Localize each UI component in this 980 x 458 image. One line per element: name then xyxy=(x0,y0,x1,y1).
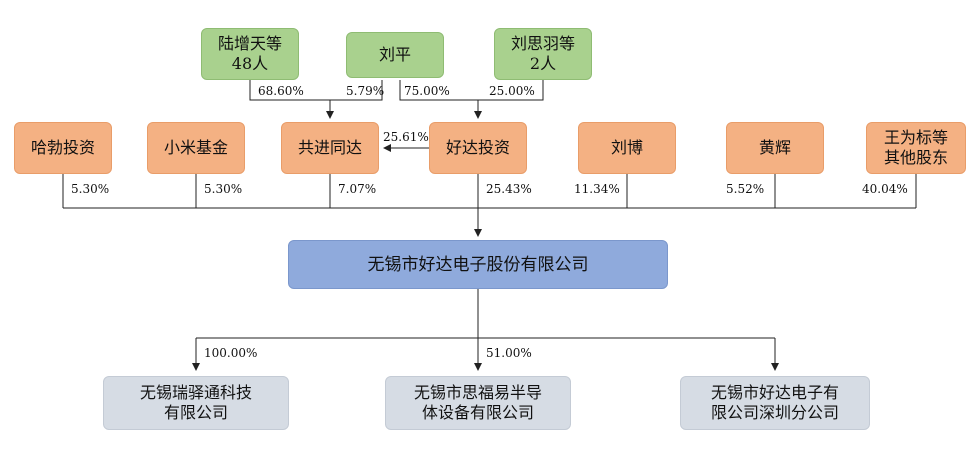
node-liu-bo-label: 刘博 xyxy=(610,138,643,157)
pct-gongjin: 7.07% xyxy=(338,182,377,196)
node-huang-hui-label: 黄辉 xyxy=(758,138,791,157)
pct-liubo: 11.34% xyxy=(574,182,620,196)
pct-liuping-to-gongjin: 5.79% xyxy=(346,84,385,98)
node-liu-siyu-label: 刘思羽等 2人 xyxy=(510,34,575,73)
node-ruiyi-label: 无锡瑞驿通科技 有限公司 xyxy=(139,383,252,422)
node-liu-siyu: 刘思羽等 2人 xyxy=(494,28,592,80)
node-haabo-label: 哈勃投资 xyxy=(30,138,95,157)
pct-lu-to-gongjin: 68.60% xyxy=(258,84,304,98)
pct-ruiyi: 100.00% xyxy=(204,346,258,360)
line-lu-to-gongjin xyxy=(249,80,330,101)
pct-sifu: 51.00% xyxy=(486,346,532,360)
pct-huanghui: 5.52% xyxy=(726,182,765,196)
node-company-label: 无锡市好达电子股份有限公司 xyxy=(367,254,589,275)
node-gongjin-label: 共进同达 xyxy=(297,138,362,157)
node-wang-weibiao-label: 王为标等 其他股东 xyxy=(883,128,948,167)
node-liu-ping-label: 刘平 xyxy=(378,45,411,64)
node-huang-hui: 黄辉 xyxy=(726,122,824,174)
node-liu-ping: 刘平 xyxy=(346,32,444,78)
node-haoda-invest: 好达投资 xyxy=(429,122,527,174)
node-shenzhen-label: 无锡市好达电子有 限公司深圳分公司 xyxy=(710,383,839,422)
pct-haoda: 25.43% xyxy=(486,182,532,196)
node-haoda-invest-label: 好达投资 xyxy=(445,138,510,157)
node-xiaomi: 小米基金 xyxy=(147,122,245,174)
pct-liuping-to-haoda: 75.00% xyxy=(404,84,450,98)
node-lu-zengtian: 陆增天等 48人 xyxy=(201,28,299,80)
node-xiaomi-label: 小米基金 xyxy=(163,138,228,157)
node-sifu-label: 无锡市思福易半导 体设备有限公司 xyxy=(413,383,542,422)
node-lu-zengtian-label: 陆增天等 48人 xyxy=(217,34,282,73)
node-ruiyi: 无锡瑞驿通科技 有限公司 xyxy=(103,376,289,430)
node-company: 无锡市好达电子股份有限公司 xyxy=(288,240,668,289)
pct-haabo: 5.30% xyxy=(71,182,110,196)
line-liuping-to-gongjin xyxy=(330,80,383,101)
line-liuping-to-haoda xyxy=(399,80,478,101)
pct-haoda-to-gongjin: 25.61% xyxy=(383,130,429,144)
node-wang-weibiao: 王为标等 其他股东 xyxy=(866,122,966,174)
node-liu-bo: 刘博 xyxy=(578,122,676,174)
line-liusiyu-to-haoda xyxy=(478,80,544,101)
node-sifu: 无锡市思福易半导 体设备有限公司 xyxy=(385,376,571,430)
pct-others: 40.04% xyxy=(862,182,908,196)
pct-liusiyu-to-haoda: 25.00% xyxy=(489,84,535,98)
node-shenzhen: 无锡市好达电子有 限公司深圳分公司 xyxy=(680,376,870,430)
node-gongjin: 共进同达 xyxy=(281,122,379,174)
pct-xiaomi: 5.30% xyxy=(204,182,243,196)
node-haabo: 哈勃投资 xyxy=(14,122,112,174)
